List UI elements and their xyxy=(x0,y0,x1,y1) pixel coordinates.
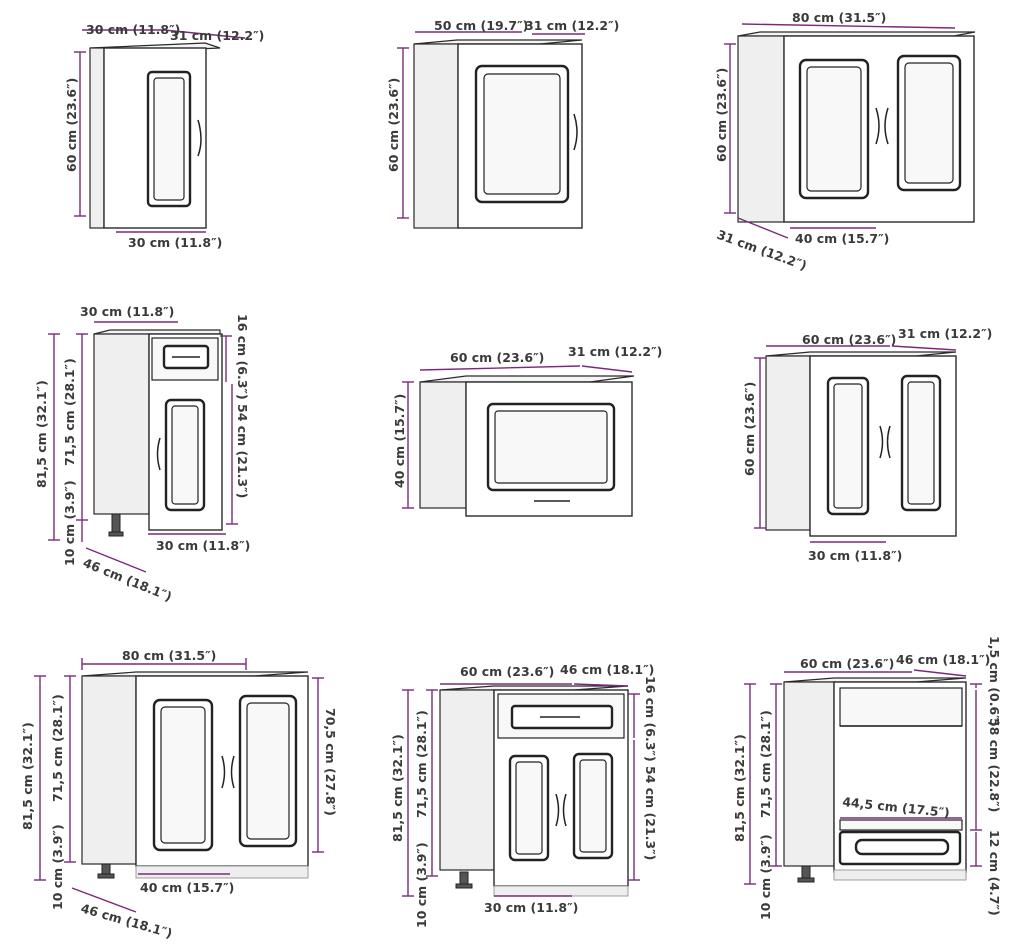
dim-height: 40 cm (15.7″) xyxy=(392,394,407,488)
dim-width-top: 50 cm (19.7″) xyxy=(434,18,528,33)
dim-total-height: 81,5 cm (32.1″) xyxy=(732,734,747,842)
dim-height: 60 cm (23.6″) xyxy=(714,68,729,162)
dim-body-height: 71,5 cm (28.1″) xyxy=(50,694,65,802)
dim-drawer-height: 16 cm (6.3″) xyxy=(235,314,250,400)
dim-drawer-height: 16 cm (6.3″) xyxy=(643,676,658,762)
dim-total-height: 81,5 cm (32.1″) xyxy=(390,734,405,842)
dim-depth: 31 cm (12.2″) xyxy=(525,18,619,33)
dim-total-height: 81,5 cm (32.1″) xyxy=(20,722,35,830)
cabinet-wall-60-double: 60 cm (23.6″) 31 cm (12.2″) 60 cm (23.6″… xyxy=(742,326,992,563)
cabinet-wall-30: 30 cm (11.8″) 31 cm (12.2″) 60 cm (23.6″… xyxy=(64,22,264,250)
dim-body-height: 71,5 cm (28.1″) xyxy=(414,710,429,818)
dim-door-width: 30 cm (11.8″) xyxy=(808,548,902,563)
dim-inner-height: 70,5 cm (27.8″) xyxy=(323,708,338,816)
cabinet-wall-50: 50 cm (19.7″) 31 cm (12.2″) 60 cm (23.6″… xyxy=(386,18,619,229)
dim-width-bottom: 30 cm (11.8″) xyxy=(156,538,250,553)
dim-body-height: 71,5 cm (28.1″) xyxy=(758,710,773,818)
dim-total-height: 81,5 cm (32.1″) xyxy=(34,380,49,488)
dim-leg-height: 10 cm (3.9″) xyxy=(62,480,77,566)
dim-width-top: 60 cm (23.6″) xyxy=(800,656,894,671)
cabinet-base-30-drawer: 30 cm (11.8″) 16 cm (6.3″) 54 cm (21.3″)… xyxy=(34,304,250,604)
dim-depth: 46 cm (18.1″) xyxy=(896,652,990,667)
dim-depth: 31 cm (12.2″) xyxy=(898,326,992,341)
dim-depth: 46 cm (18.1″) xyxy=(79,900,174,940)
dim-door-height: 54 cm (21.3″) xyxy=(643,766,658,860)
dim-height: 60 cm (23.6″) xyxy=(386,78,401,172)
cabinet-oven-60: 60 cm (23.6″) 46 cm (18.1″) 1,5 cm (0.6″… xyxy=(732,636,1002,920)
cabinet-base-80: 80 cm (31.5″) 81,5 cm (32.1″) 71,5 cm (2… xyxy=(20,648,338,941)
dim-door-width: 30 cm (11.8″) xyxy=(484,900,578,915)
dim-width-top: 80 cm (31.5″) xyxy=(122,648,216,663)
dim-leg-height: 10 cm (3.9″) xyxy=(50,824,65,910)
cabinet-wall-60-flap: 60 cm (23.6″) 31 cm (12.2″) 40 cm (15.7″… xyxy=(392,344,662,517)
dim-door-width: 40 cm (15.7″) xyxy=(795,231,889,246)
dim-leg-height: 10 cm (3.9″) xyxy=(414,842,429,928)
dim-door-width: 40 cm (15.7″) xyxy=(140,880,234,895)
dim-width-top: 80 cm (31.5″) xyxy=(792,10,886,25)
dim-height: 60 cm (23.6″) xyxy=(742,382,757,476)
cabinet-wall-80: 80 cm (31.5″) 60 cm (23.6″) 31 cm (12.2″… xyxy=(714,10,976,273)
dim-door-height: 54 cm (21.3″) xyxy=(235,404,250,498)
dim-top-thickness: 1,5 cm (0.6″) xyxy=(987,636,1002,726)
dim-depth: 46 cm (18.1″) xyxy=(81,555,174,604)
cabinet-base-60-drawer: 60 cm (23.6″) 46 cm (18.1″) 16 cm (6.3″)… xyxy=(390,662,658,928)
dim-width-top: 60 cm (23.6″) xyxy=(450,350,544,365)
dim-leg-height: 10 cm (3.9″) xyxy=(758,834,773,920)
dim-height: 60 cm (23.6″) xyxy=(64,78,79,172)
dim-width-top: 30 cm (11.8″) xyxy=(86,22,180,37)
dim-width-top: 60 cm (23.6″) xyxy=(802,332,896,347)
dim-opening-height: 58 cm (22.8″) xyxy=(987,718,1002,812)
dim-body-height: 71,5 cm (28.1″) xyxy=(62,358,77,466)
dim-width-top: 60 cm (23.6″) xyxy=(460,664,554,679)
dim-width-top: 30 cm (11.8″) xyxy=(80,304,174,319)
dim-drawer-height: 12 cm (4.7″) xyxy=(987,830,1002,916)
dim-depth: 31 cm (12.2″) xyxy=(170,28,264,43)
dim-width-bottom: 30 cm (11.8″) xyxy=(128,235,222,250)
dim-depth: 31 cm (12.2″) xyxy=(568,344,662,359)
dim-depth: 46 cm (18.1″) xyxy=(560,662,654,677)
